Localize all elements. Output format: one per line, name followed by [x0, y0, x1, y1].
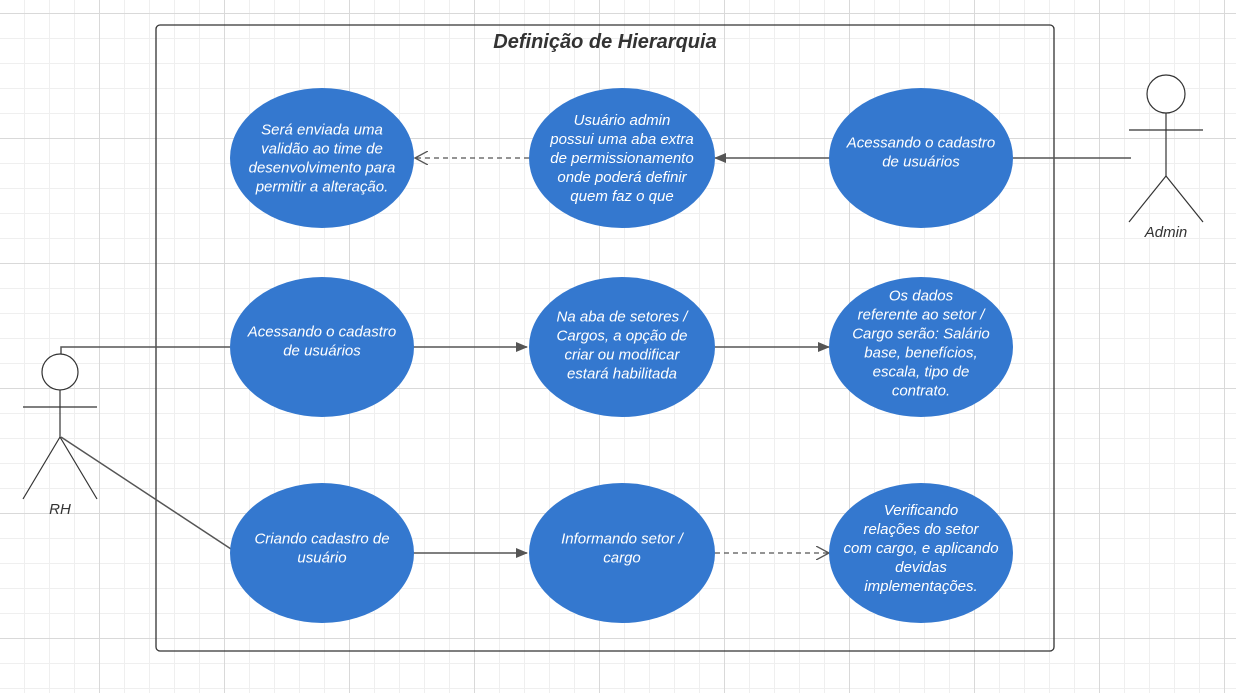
usecase-shape	[529, 483, 715, 623]
connector-rh-uc4[interactable]	[60, 346, 230, 354]
boundary-title: Definição de Hierarquia	[493, 31, 716, 53]
usecase-shape	[829, 88, 1013, 228]
connector-rh-uc7[interactable]	[60, 436, 232, 550]
actor-admin-head	[1146, 74, 1186, 114]
actor-rh-label: RH	[49, 501, 71, 518]
usecase-inform-sector-role[interactable]: Informando setor /cargo	[529, 483, 715, 623]
usecase-shape	[529, 88, 715, 228]
actor-admin[interactable]	[1128, 74, 1204, 223]
actor-admin-label: Admin	[1144, 224, 1188, 241]
usecase-shape	[829, 277, 1013, 417]
usecase-shape	[230, 277, 414, 417]
usecase-shape	[230, 483, 414, 623]
usecase-shape	[230, 88, 414, 228]
actor-rh[interactable]	[22, 353, 98, 500]
usecase-shape	[829, 483, 1013, 623]
usecase-label: Informando setor /cargo	[561, 531, 685, 567]
system-boundary[interactable]	[155, 24, 1055, 652]
actor-rh-head	[41, 353, 79, 391]
usecase-shape	[529, 277, 715, 417]
